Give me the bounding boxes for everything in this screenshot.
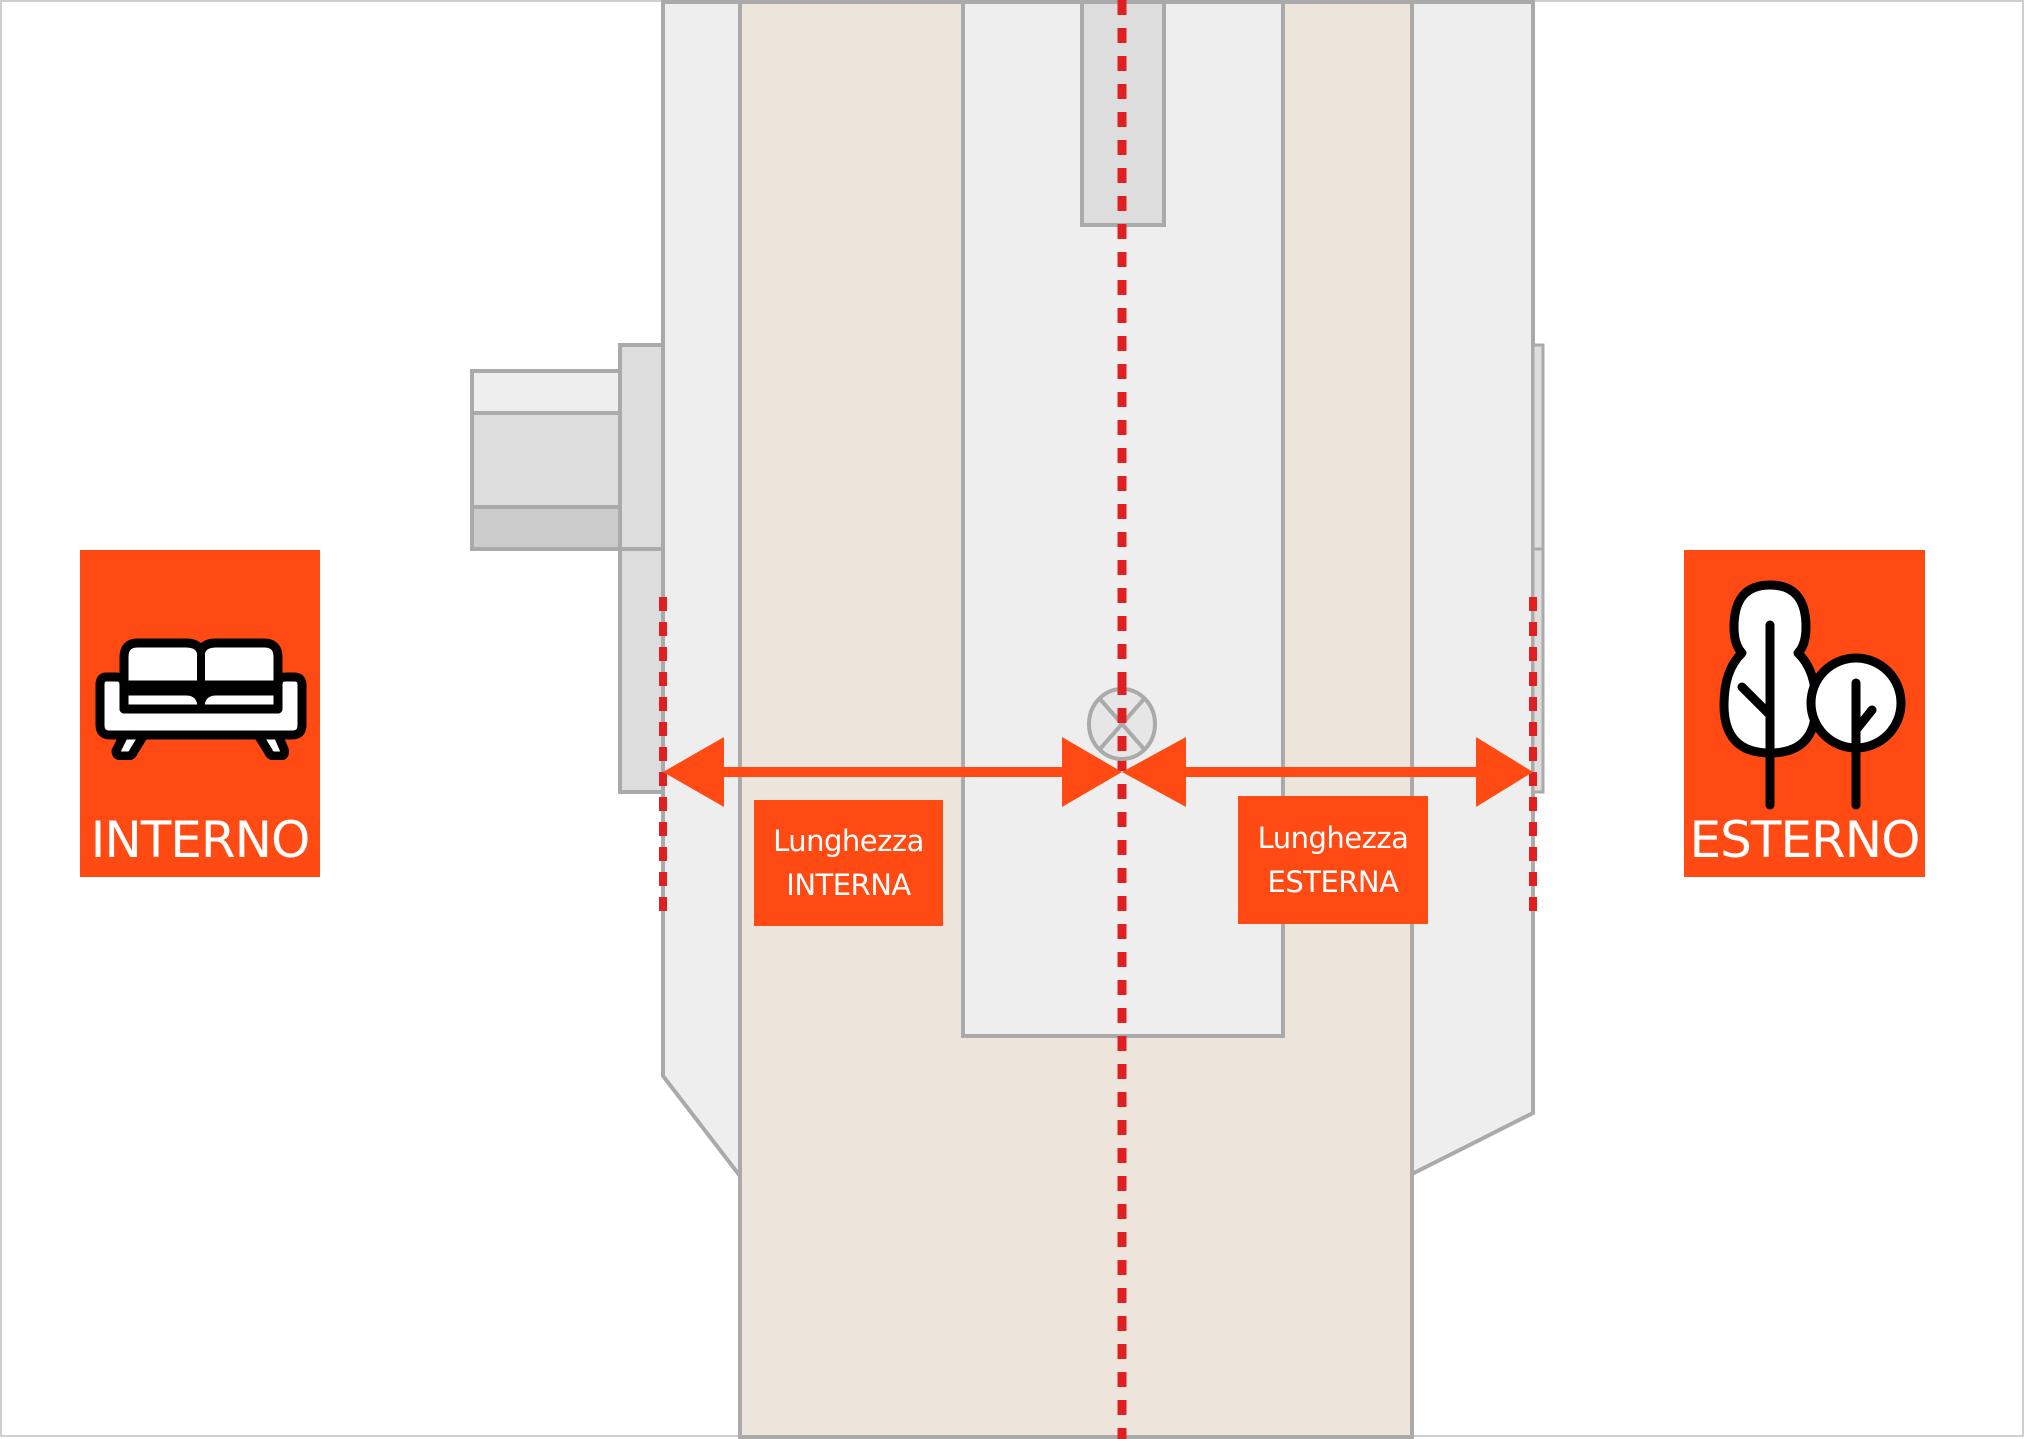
interior-card: INTERNO: [80, 550, 320, 877]
interior-label: INTERNO: [90, 811, 311, 869]
exterior-label: ESTERNO: [1689, 811, 1921, 869]
external-length-line2: ESTERNA: [1267, 865, 1399, 899]
internal-dimension-arrow: [663, 737, 1122, 807]
external-length-label: Lunghezza ESTERNA: [1238, 796, 1428, 924]
external-length-line1: Lunghezza: [1257, 821, 1409, 855]
handle-body-top: [470, 369, 622, 415]
internal-length-line2: INTERNA: [786, 868, 911, 902]
right-plate-lower: [1531, 547, 1545, 794]
handle-body-bottom: [470, 505, 622, 551]
right-plate-upper: [1531, 343, 1545, 551]
internal-length-line1: Lunghezza: [773, 824, 924, 858]
handle-plate-upper: [618, 343, 665, 551]
handle-plate-lower: [618, 547, 665, 794]
handle-body-mid: [470, 411, 622, 509]
exterior-card: ESTERNO: [1684, 550, 1925, 877]
internal-length-label: Lunghezza INTERNA: [754, 800, 943, 926]
sofa-icon: [95, 638, 307, 760]
trees-icon: [1719, 580, 1906, 810]
external-dimension-arrow: [1122, 737, 1533, 807]
